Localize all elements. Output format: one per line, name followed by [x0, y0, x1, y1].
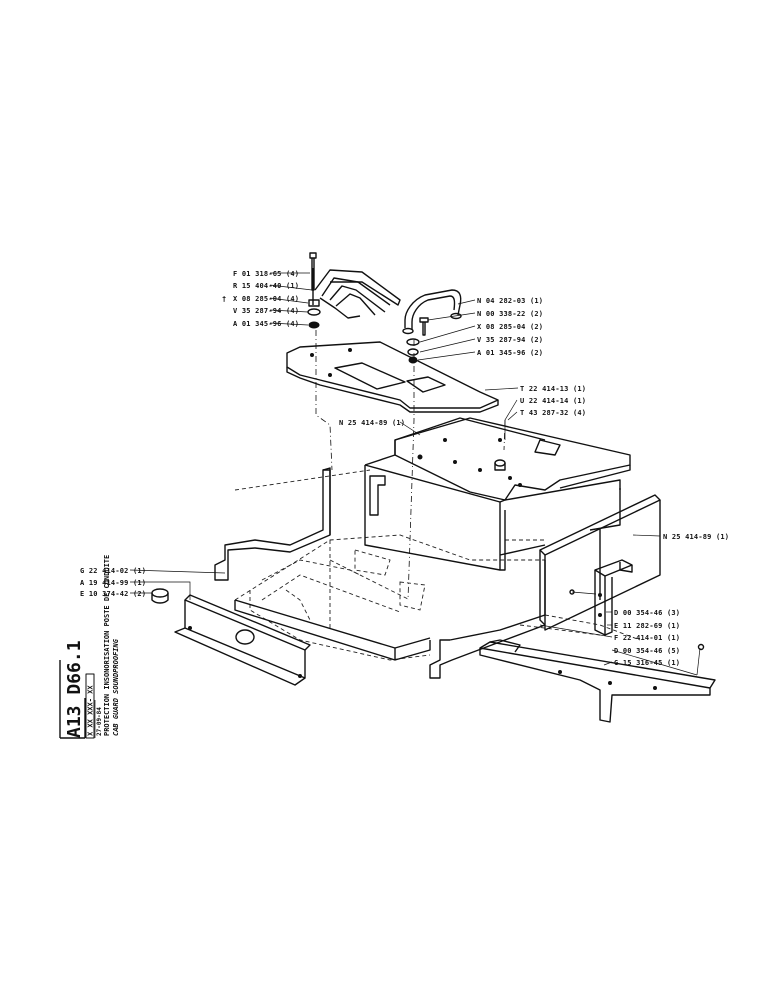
- title-fr: PROTECTION INSONORISATION POSTE DE CONDU…: [103, 555, 111, 736]
- part-label-N04: N 04 282-03 (1): [477, 297, 543, 305]
- top-cover-plate: [394, 417, 631, 501]
- part-label-F22: F 22 414-01 (1): [614, 634, 680, 642]
- hidden-lines: [234, 330, 641, 661]
- part-label-D00b: D 00 354-46 (5): [614, 647, 680, 655]
- part-label-V35a: V 35 287-94 (4): [233, 307, 299, 315]
- part-label-X08a-marker: †: [222, 295, 226, 303]
- part-label-A01b: A 01 345-96 (2): [477, 349, 543, 357]
- part-labels: F 01 318-65 (4) R 15 404-40 (1) † X 08 2…: [80, 270, 729, 667]
- handle: [402, 289, 462, 335]
- right-fastener-stack: [406, 317, 429, 364]
- left-bracket-group: [307, 252, 401, 329]
- right-lower-panel: [429, 560, 546, 679]
- part-label-D00a: D 00 354-46 (3): [614, 609, 680, 617]
- floor-platform: [234, 479, 621, 661]
- part-label-X08b: X 08 285-04 (2): [477, 323, 543, 331]
- seat-box: [364, 417, 546, 571]
- part-label-T43: T 43 287-32 (4): [520, 409, 586, 417]
- sheet-code: A13 D66.1: [64, 640, 85, 738]
- upper-panel: [286, 341, 499, 413]
- drawing-date: 27-09-84: [96, 707, 103, 736]
- knob: [151, 588, 169, 604]
- part-label-T22: T 22 414-13 (1): [520, 385, 586, 393]
- part-label-U22: U 22 414-14 (1): [520, 397, 586, 405]
- part-label-G15: G 15 316-45 (1): [614, 659, 680, 667]
- part-label-A19: A 19 414-99 (1): [80, 579, 146, 587]
- drawing-ref: X XX XXX- XX: [87, 685, 95, 736]
- part-label-F01: F 01 318-65 (4): [233, 270, 299, 278]
- part-label-N25b: N 25 414-89 (1): [663, 533, 729, 541]
- title-block: A13 D66.1 X XX XXX- XX 27-09-84 PROTECTI…: [59, 555, 120, 739]
- part-label-V35b: V 35 287-94 (2): [477, 336, 543, 344]
- part-label-E11: E 11 282-69 (1): [614, 622, 680, 630]
- bracket: [569, 559, 633, 636]
- part-label-R15: R 15 404-40 (1): [233, 282, 299, 290]
- left-side-panel: [214, 467, 331, 581]
- part-label-G22: G 22 414-02 (1): [80, 567, 146, 575]
- title-en: CAB GUARD SOUNDPROOFING: [112, 638, 120, 736]
- front-kick-plate: [174, 594, 311, 686]
- leader-lines: [129, 272, 698, 676]
- part-label-X08a: X 08 285-04 (4): [233, 295, 299, 303]
- part-label-N25a: N 25 414-89 (1): [339, 419, 405, 427]
- part-label-N00: N 00 338-22 (2): [477, 310, 543, 318]
- part-label-E10: E 10 374-42 (2): [80, 590, 146, 598]
- part-label-A01a: A 01 345-96 (4): [233, 320, 299, 328]
- bottom-rail: [479, 639, 716, 723]
